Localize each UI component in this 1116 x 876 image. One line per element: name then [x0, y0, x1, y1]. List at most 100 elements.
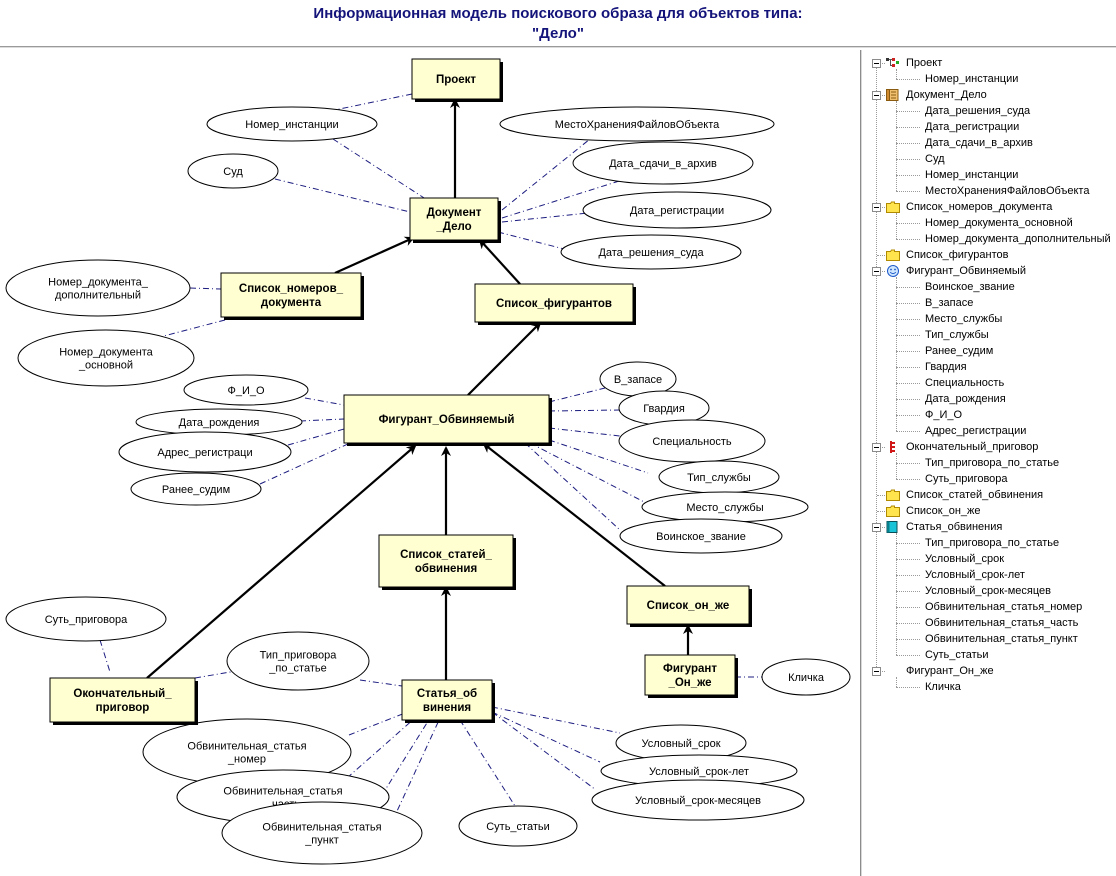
- splitter[interactable]: [860, 50, 863, 876]
- tree-node[interactable]: Статья_обвинения: [864, 519, 1116, 535]
- attribute-klichka[interactable]: Кличка: [761, 658, 851, 696]
- tree-leaf[interactable]: МестоХраненияФайловОбъекта: [864, 183, 1116, 199]
- tree-leaf[interactable]: Номер_инстанции: [864, 71, 1116, 87]
- tree-node-label: Фигурант_Обвиняемый: [906, 265, 1026, 277]
- tree-leaf[interactable]: Тип_приговора_по_статье: [864, 455, 1116, 471]
- entity-spnom[interactable]: Список_номеров_документа: [220, 272, 364, 320]
- tree-node[interactable]: Окончательный_приговор: [864, 439, 1116, 455]
- attribute-link: [497, 231, 569, 251]
- tree-connector: [896, 303, 920, 304]
- attribute-vzap[interactable]: В_запасе: [599, 361, 677, 397]
- tree-leaf[interactable]: Номер_документа_дополнительный: [864, 231, 1116, 247]
- entity-onzhe[interactable]: Список_он_же: [626, 585, 752, 627]
- entity-fig[interactable]: Фигурант_Обвиняемый: [343, 394, 552, 446]
- tree-leaf[interactable]: Обвинительная_статья_пункт: [864, 631, 1116, 647]
- tree-leaf[interactable]: Номер_документа_основной: [864, 215, 1116, 231]
- entity-stob[interactable]: Статья_обвинения: [401, 679, 495, 723]
- attribute-nosn[interactable]: Номер_документа_основной: [17, 329, 195, 387]
- tree-node[interactable]: Проект: [864, 55, 1116, 71]
- tree-node-label: Окончательный_приговор: [906, 441, 1039, 453]
- attribute-spec[interactable]: Специальность: [618, 419, 766, 463]
- tree-leaf[interactable]: Ранее_судим: [864, 343, 1116, 359]
- tree-leaf[interactable]: Дата_сдачи_в_архив: [864, 135, 1116, 151]
- tree-collapse-toggle[interactable]: [872, 267, 881, 276]
- attribute-link: [491, 711, 597, 791]
- tree-leaf[interactable]: Тип_приговора_по_статье: [864, 535, 1116, 551]
- tree-collapse-toggle[interactable]: [872, 443, 881, 452]
- entity-okpr[interactable]: Окончательный_приговор: [49, 677, 198, 725]
- attribute-uslsrok[interactable]: Условный_срок: [615, 724, 747, 762]
- tree-leaf-label: Тип_приговора_по_статье: [925, 537, 1060, 549]
- entity-label: Фигурант_Обвиняемый: [379, 414, 515, 426]
- tree-collapse-toggle[interactable]: [872, 59, 881, 68]
- attribute-mesto[interactable]: МестоХраненияФайловОбъекта: [499, 106, 775, 142]
- attribute-tipsl[interactable]: Тип_службы: [658, 460, 780, 494]
- attribute-dreg[interactable]: Дата_регистрации: [582, 191, 772, 229]
- attribute-adres[interactable]: Адрес_регистраци: [118, 431, 292, 473]
- attribute-ranee[interactable]: Ранее_судим: [130, 472, 262, 506]
- attribute-usllet[interactable]: Условный_срок-лет: [600, 754, 798, 788]
- attribute-sud[interactable]: Суд: [187, 153, 279, 189]
- attribute-link: [189, 287, 222, 290]
- attribute-ndop[interactable]: Номер_документа_дополнительный: [5, 259, 191, 317]
- attribute-gvard[interactable]: Гвардия: [618, 390, 710, 426]
- attribute-dresh[interactable]: Дата_решения_суда: [560, 234, 742, 270]
- tree-leaf[interactable]: Условный_срок-лет: [864, 567, 1116, 583]
- entity-proekt[interactable]: Проект: [411, 58, 503, 102]
- tree-leaf[interactable]: Дата_решения_суда: [864, 103, 1116, 119]
- tree-collapse-toggle[interactable]: [872, 203, 881, 212]
- tree-leaf[interactable]: Обвинительная_статья_номер: [864, 599, 1116, 615]
- tree-leaf[interactable]: Суд: [864, 151, 1116, 167]
- tree-node[interactable]: Список_он_же: [864, 503, 1116, 519]
- tree-leaf[interactable]: Дата_рождения: [864, 391, 1116, 407]
- entity-box: [49, 677, 196, 723]
- tree-leaf[interactable]: Место_службы: [864, 311, 1116, 327]
- entity-dok[interactable]: Документ_Дело: [409, 197, 501, 243]
- attribute-drozh[interactable]: Дата_рождения: [135, 408, 303, 436]
- tree-leaf[interactable]: В_запасе: [864, 295, 1116, 311]
- attribute-nomin[interactable]: Номер_инстанции: [206, 106, 378, 142]
- tree-node[interactable]: Список_номеров_документа: [864, 199, 1116, 215]
- tree-connector: [896, 335, 920, 336]
- entity-spst[interactable]: Список_статей_обвинения: [378, 534, 516, 590]
- attribute-voinsk[interactable]: Воинское_звание: [619, 518, 783, 554]
- tree-leaf[interactable]: Кличка: [864, 679, 1116, 695]
- entity-spfig[interactable]: Список_фигурантов: [474, 283, 636, 325]
- attribute-tipprig[interactable]: Тип_приговора_по_статье: [226, 631, 370, 691]
- tree-leaf[interactable]: Воинское_звание: [864, 279, 1116, 295]
- tree-node[interactable]: Список_статей_обвинения: [864, 487, 1116, 503]
- entity-figon[interactable]: Фигурант_Он_же: [644, 654, 738, 698]
- attribute-sut[interactable]: Суть_приговора: [5, 596, 167, 642]
- tree-node[interactable]: Фигурант_Он_же: [864, 663, 1116, 679]
- attribute-link: [548, 387, 606, 403]
- tree-leaf[interactable]: Специальность: [864, 375, 1116, 391]
- tree-leaf[interactable]: Суть_приговора: [864, 471, 1116, 487]
- tree-collapse-toggle[interactable]: [872, 523, 881, 532]
- tree-collapse-toggle[interactable]: [872, 91, 881, 100]
- entity-box: [401, 679, 493, 721]
- tree-leaf[interactable]: Номер_инстанции: [864, 167, 1116, 183]
- tree-leaf[interactable]: Гвардия: [864, 359, 1116, 375]
- tree-leaf[interactable]: Обвинительная_статья_часть: [864, 615, 1116, 631]
- attribute-uslmes[interactable]: Условный_срок-месяцев: [591, 779, 805, 821]
- tree-node[interactable]: Документ_Дело: [864, 87, 1116, 103]
- tree-node[interactable]: Список_фигурантов: [864, 247, 1116, 263]
- attribute-mestosl[interactable]: Место_службы: [641, 491, 809, 523]
- attribute-dsdachi[interactable]: Дата_сдачи_в_архив: [572, 141, 754, 185]
- tree-leaf[interactable]: Дата_регистрации: [864, 119, 1116, 135]
- tree-leaf[interactable]: Условный_срок: [864, 551, 1116, 567]
- tree-leaf[interactable]: Ф_И_О: [864, 407, 1116, 423]
- attribute-obp[interactable]: Обвинительная_статья_пункт: [221, 801, 423, 865]
- tree-leaf[interactable]: Суть_статьи: [864, 647, 1116, 663]
- attribute-sutst[interactable]: Суть_статьи: [458, 805, 578, 847]
- tree-leaf[interactable]: Адрес_регистрации: [864, 423, 1116, 439]
- tree-leaf[interactable]: Тип_службы: [864, 327, 1116, 343]
- tree-leaf[interactable]: Условный_срок-месяцев: [864, 583, 1116, 599]
- tree-collapse-toggle[interactable]: [872, 667, 881, 676]
- tree-node[interactable]: Фигурант_Обвиняемый: [864, 263, 1116, 279]
- attribute-fio[interactable]: Ф_И_О: [183, 374, 309, 406]
- attribute-link: [501, 138, 591, 211]
